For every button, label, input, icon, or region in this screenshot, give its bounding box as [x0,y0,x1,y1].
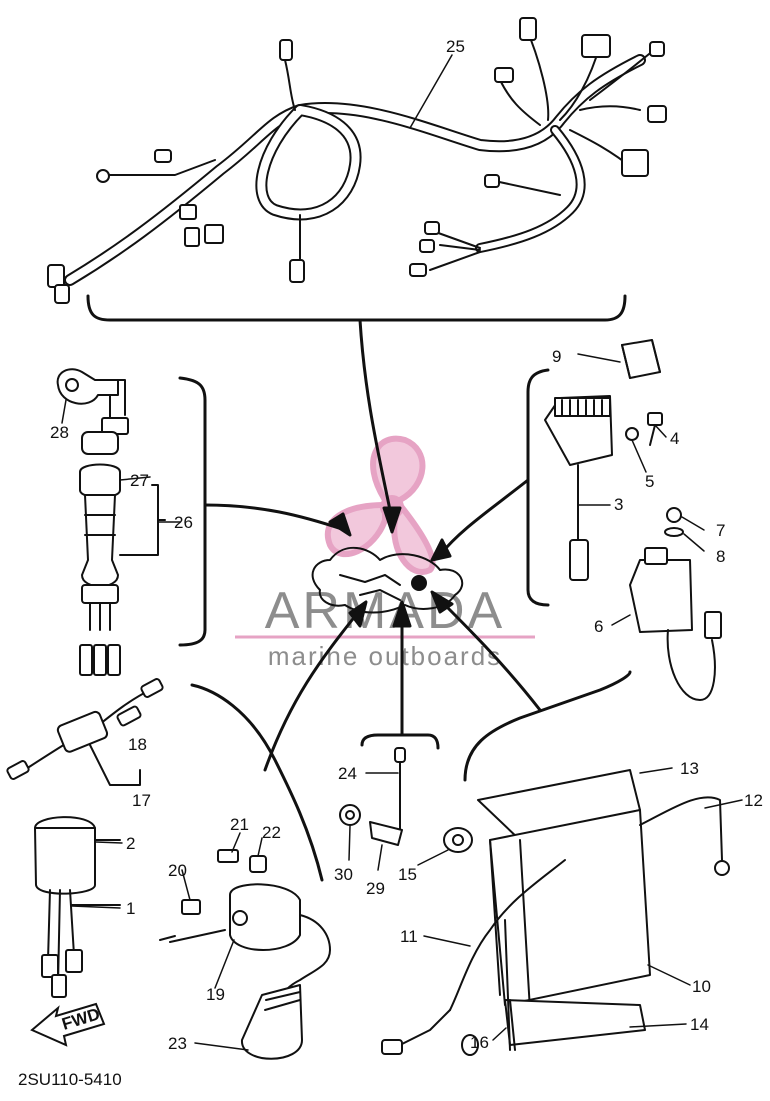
wire-harness [47,17,667,304]
callout-23: 23 [168,1034,187,1053]
callout-22: 22 [262,823,281,842]
callout-6: 6 [594,617,603,636]
rectifier-relay-assembly [544,339,722,701]
group-brackets [86,294,632,882]
ignition-coil-assembly [159,849,331,1060]
callout-11: 11 [400,927,418,946]
brand-subtitle: marine outboards [268,641,502,671]
engine-outline [311,546,464,614]
callout-24: 24 [338,764,357,783]
callout-5: 5 [645,472,654,491]
callout-13: 13 [680,759,699,778]
callout-21: 21 [230,815,249,834]
callout-16: 16 [470,1033,489,1052]
sensor-parts [339,747,473,853]
callout-labels: 25 9 4 5 3 7 8 6 28 27 26 18 17 2 1 21 2… [50,37,763,1053]
callout-10: 10 [692,977,711,996]
callout-1: 1 [126,899,135,918]
battery-assembly [381,769,730,1056]
callout-29: 29 [366,879,385,898]
callout-12: 12 [744,791,763,810]
callout-25: 25 [446,37,465,56]
callout-30: 30 [334,865,353,884]
callout-8: 8 [716,547,725,566]
callout-7: 7 [716,521,725,540]
callout-2: 2 [126,834,135,853]
callout-28: 28 [50,423,69,442]
callout-15: 15 [398,865,417,884]
drawing-number: 2SU110-5410 [18,1070,122,1089]
fwd-arrow: FWD [30,1002,106,1047]
fuse-holder [6,678,164,786]
callout-20: 20 [168,861,187,880]
leader-lines [61,54,743,1051]
callout-27: 27 [130,471,149,490]
main-switch-assembly [56,368,166,676]
callout-14: 14 [690,1015,709,1034]
callout-9: 9 [552,347,561,366]
cdi-unit [34,816,121,998]
callout-3: 3 [614,495,623,514]
callout-26: 26 [174,513,193,532]
armada-watermark: ARMADA marine outboards [235,435,535,671]
callout-4: 4 [670,429,679,448]
callout-17: 17 [132,791,151,810]
callout-18: 18 [128,735,147,754]
callout-19: 19 [206,985,225,1004]
